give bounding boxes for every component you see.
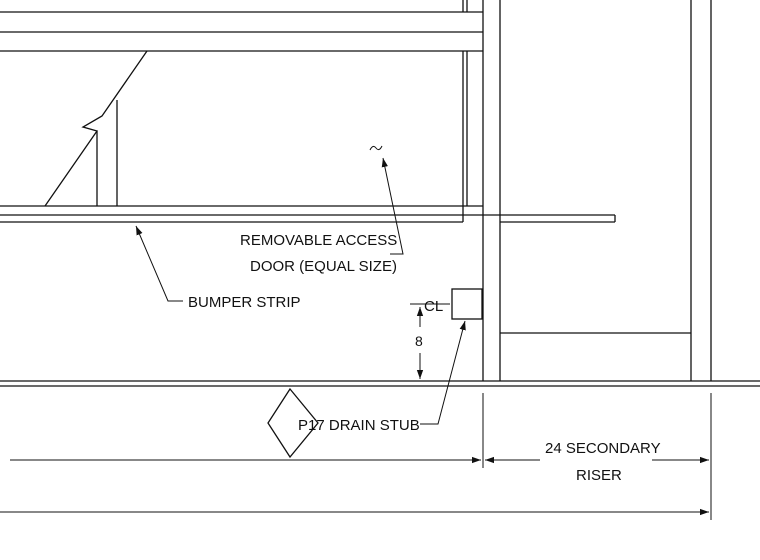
- section-diamond-tag: [267, 387, 319, 459]
- riser-label-line1: 24 SECONDARY: [545, 440, 661, 457]
- floor-lines: [0, 380, 760, 387]
- height-dim-value: 8: [415, 333, 423, 349]
- centerline-symbol: CL: [424, 298, 443, 315]
- access-door-label-line1: REMOVABLE ACCESS: [240, 232, 397, 249]
- drain-stub-box: [451, 288, 483, 320]
- break-line: [44, 50, 148, 207]
- bumper-strip-label: BUMPER STRIP: [188, 294, 301, 311]
- frame-verticals: [462, 0, 712, 381]
- access-door-leader: [381, 157, 404, 255]
- tilde-mark: [369, 145, 383, 151]
- drain-stub-leader: [420, 320, 466, 425]
- drain-stub-label: P17 DRAIN STUB: [298, 417, 420, 434]
- riser-label-line2: RISER: [576, 467, 622, 484]
- upper-shelf-lines: [0, 11, 483, 52]
- bumper-strip-leader: [135, 225, 183, 302]
- middle-shelf: [0, 205, 616, 223]
- access-door-label-line2: DOOR (EQUAL SIZE): [250, 258, 397, 275]
